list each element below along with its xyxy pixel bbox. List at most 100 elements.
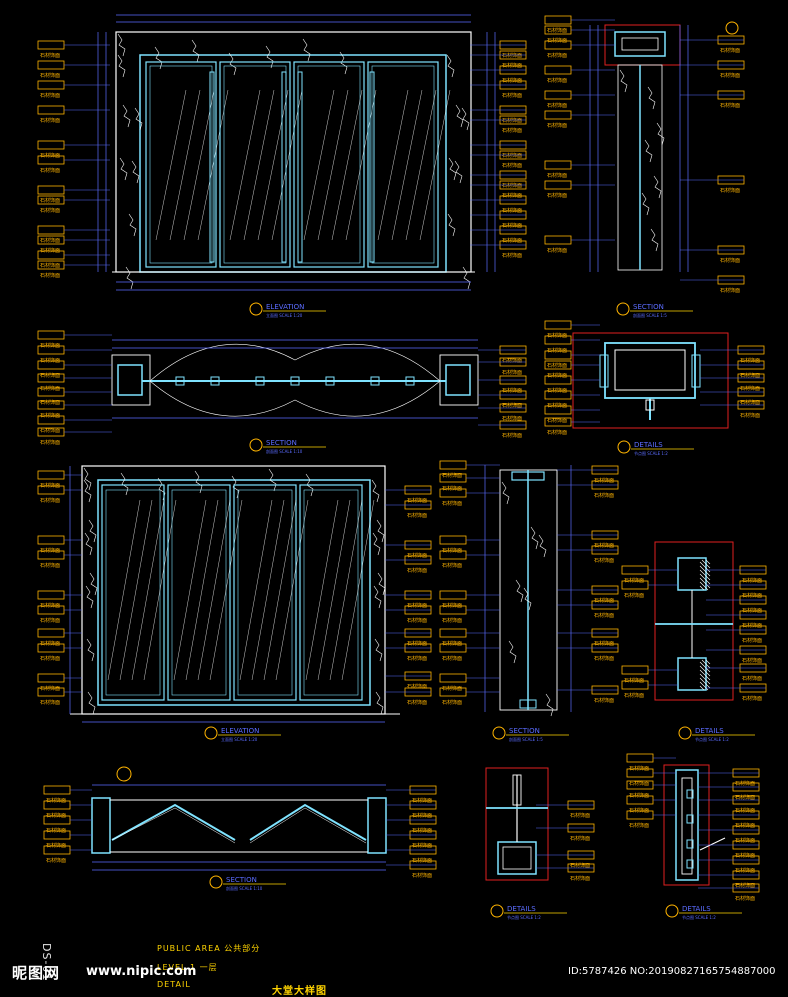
svg-text:石材饰面: 石材饰面: [46, 857, 66, 864]
callout-tag: 石材饰面: [439, 590, 500, 609]
svg-text:剖面图 SCALE 1:10: 剖面图 SCALE 1:10: [226, 885, 263, 891]
callout-tag: 石材饰面: [37, 387, 112, 406]
svg-text:石材饰面: 石材饰面: [594, 640, 614, 647]
svg-text:石材饰面: 石材饰面: [547, 122, 567, 129]
callout-tag: 石材饰面: [544, 25, 615, 44]
callout-tag: 石材饰面: [43, 800, 92, 819]
callout-tag: 石材饰面: [706, 683, 767, 702]
svg-text:SECTION: SECTION: [633, 303, 664, 311]
svg-text:石材饰面: 石材饰面: [40, 685, 60, 692]
callout-tag: 石材饰面: [385, 485, 432, 504]
callout-tag: 石材饰面: [557, 480, 619, 499]
svg-text:SECTION: SECTION: [266, 439, 297, 447]
svg-text:石材饰面: 石材饰面: [442, 640, 462, 647]
callout-tag: 石材饰面: [478, 403, 527, 422]
svg-text:石材饰面: 石材饰面: [720, 287, 740, 294]
svg-text:石材饰面: 石材饰面: [40, 92, 60, 99]
svg-text:石材饰面: 石材饰面: [407, 497, 427, 504]
callout-tag: 石材饰面: [621, 580, 678, 599]
callout-tag: 石材饰面: [385, 590, 432, 609]
callout-tag: 石材饰面: [43, 845, 92, 864]
callout-tag: 石材饰面: [706, 625, 767, 644]
svg-text:DETAILS: DETAILS: [507, 905, 536, 913]
callout-tag: 石材饰面: [626, 753, 676, 772]
callout-tag: 石材饰面: [478, 357, 527, 376]
svg-text:石材饰面: 石材饰面: [502, 237, 522, 244]
svg-text:石材饰面: 石材饰面: [407, 640, 427, 647]
callout-tag: 石材饰面: [698, 883, 760, 902]
callout-tag: 石材饰面: [439, 535, 500, 554]
svg-text:石材饰面: 石材饰面: [594, 697, 614, 704]
svg-text:石材饰面: 石材饰面: [547, 172, 567, 179]
svg-text:石材饰面: 石材饰面: [624, 592, 644, 599]
svg-text:石材饰面: 石材饰面: [40, 357, 60, 364]
svg-text:石材饰面: 石材饰面: [502, 127, 522, 134]
svg-text:石材饰面: 石材饰面: [442, 500, 462, 507]
callout-tag: 石材饰面: [544, 350, 600, 369]
svg-text:石材饰面: 石材饰面: [40, 497, 60, 504]
callout-tag: 石材饰面: [37, 225, 110, 244]
callout-tag: 石材饰面: [544, 360, 600, 379]
svg-text:石材饰面: 石材饰面: [407, 552, 427, 559]
svg-text:石材饰面: 石材饰面: [740, 385, 760, 392]
callout-tag: 石材饰面: [439, 643, 500, 662]
svg-text:石材饰面: 石材饰面: [502, 369, 522, 376]
svg-text:石材饰面: 石材饰面: [740, 372, 760, 379]
project-line-1: PUBLIC AREA 公共部分: [157, 944, 261, 953]
callout-tag: 石材饰面: [470, 40, 527, 59]
callout-tag: 石材饰面: [557, 585, 619, 604]
svg-text:石材饰面: 石材饰面: [40, 602, 60, 609]
svg-text:石材饰面: 石材饰面: [40, 207, 60, 214]
svg-text:DETAILS: DETAILS: [682, 905, 711, 913]
callout-tag: 石材饰面: [536, 823, 595, 842]
svg-text:石材饰面: 石材饰面: [594, 557, 614, 564]
callout-tag: 石材饰面: [37, 550, 82, 569]
callout-tag: 石材饰面: [544, 417, 600, 436]
svg-text:石材饰面: 石材饰面: [502, 192, 522, 199]
callout-tag: 石材饰面: [698, 782, 760, 801]
svg-text:石材饰面: 石材饰面: [547, 332, 567, 339]
svg-text:石材饰面: 石材饰面: [624, 577, 644, 584]
callout-tag: 石材饰面: [386, 845, 437, 864]
callout-tag: 石材饰面: [37, 605, 82, 624]
svg-text:SECTION: SECTION: [226, 876, 257, 884]
callout-tag: 石材饰面: [37, 427, 112, 446]
callout-tag: 石材饰面: [680, 35, 745, 54]
callout-tag: 石材饰面: [37, 60, 110, 79]
section-marker: [116, 766, 132, 782]
callout-tag: 石材饰面: [37, 628, 82, 647]
section-lower-middle: 石材饰面石材饰面石材饰面石材饰面石材饰面石材饰面石材饰面石材饰面石材饰面石材饰面…: [439, 460, 619, 742]
callout-tag: 石材饰面: [557, 600, 619, 619]
svg-text:石材饰面: 石材饰面: [735, 895, 755, 902]
callout-tag: 石材饰面: [544, 320, 600, 339]
svg-text:石材饰面: 石材饰面: [594, 597, 614, 604]
callout-tag: 石材饰面: [536, 850, 595, 869]
svg-text:石材饰面: 石材饰面: [502, 357, 522, 364]
svg-text:石材饰面: 石材饰面: [570, 812, 590, 819]
section-marker: [725, 21, 739, 35]
callout-tag: 石材饰面: [386, 800, 437, 819]
glass-door-panel: [219, 61, 303, 268]
callout-tag: 石材饰面: [700, 360, 765, 379]
callout-tag: 石材饰面: [470, 240, 527, 259]
svg-text:石材饰面: 石材饰面: [570, 875, 590, 882]
callout-tag: 石材饰面: [439, 687, 500, 706]
svg-text:石材饰面: 石材饰面: [412, 797, 432, 804]
watermark-url: www.nipic.com: [86, 964, 197, 979]
sheet-title: 大堂大样图: [272, 986, 327, 997]
svg-text:石材饰面: 石材饰面: [735, 822, 755, 829]
callout-tag: 石材饰面: [385, 687, 432, 706]
callout-tag: 石材饰面: [478, 375, 527, 394]
callout-tag: 石材饰面: [37, 40, 110, 59]
svg-text:DETAILS: DETAILS: [695, 727, 724, 735]
callout-tag: 石材饰面: [37, 105, 110, 124]
svg-text:石材饰面: 石材饰面: [40, 427, 60, 434]
svg-text:石材饰面: 石材饰面: [40, 247, 60, 254]
callout-tag: 石材饰面: [385, 555, 432, 574]
svg-text:立面图 SCALE 1:20: 立面图 SCALE 1:20: [221, 736, 258, 742]
svg-text:石材饰面: 石材饰面: [742, 607, 762, 614]
